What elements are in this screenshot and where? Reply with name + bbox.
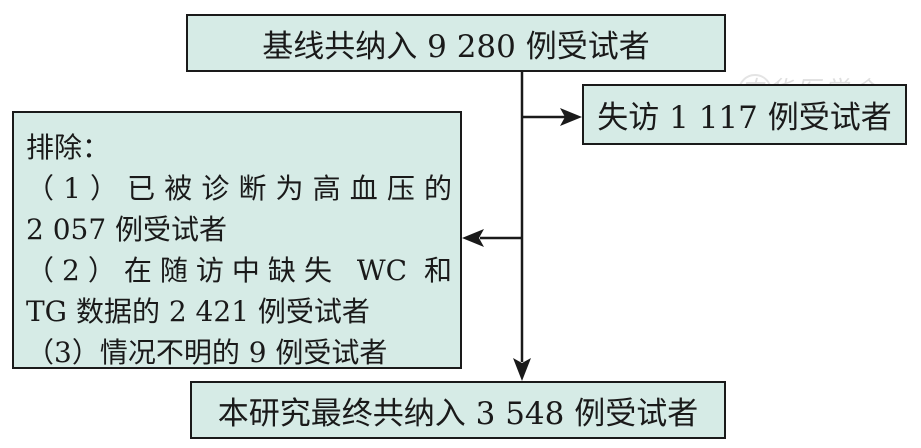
final-box: 本研究最终共纳入 3 548 例受试者	[190, 381, 726, 439]
exclusion-line-2: 2 057 例受试者	[26, 213, 228, 246]
exclusion-line-3: （2）在随访中缺失 WC 和	[26, 254, 452, 287]
arrowhead-to-lost	[560, 108, 582, 126]
arrowhead-to-exclusion	[462, 229, 484, 247]
exclusion-line-4: TG 数据的 2 421 例受试者	[26, 295, 370, 328]
arrowhead-to-final	[513, 358, 531, 381]
exclusion-line-5: （3）情况不明的 9 例受试者	[26, 336, 388, 369]
baseline-text: 基线共纳入 9 280 例受试者	[262, 28, 650, 65]
exclusion-heading: 排除：	[26, 131, 111, 164]
exclusion-line-1: （1）已被诊断为高血压的	[26, 172, 452, 205]
lost-followup-box: 失访 1 117 例受试者	[582, 84, 907, 145]
final-text: 本研究最终共纳入 3 548 例受试者	[217, 395, 699, 432]
baseline-box: 基线共纳入 9 280 例受试者	[186, 14, 726, 72]
lost-followup-text: 失访 1 117 例受试者	[597, 100, 892, 136]
exclusion-box: 排除： （1）已被诊断为高血压的 2 057 例受试者 （2）在随访中缺失 WC…	[12, 111, 462, 369]
